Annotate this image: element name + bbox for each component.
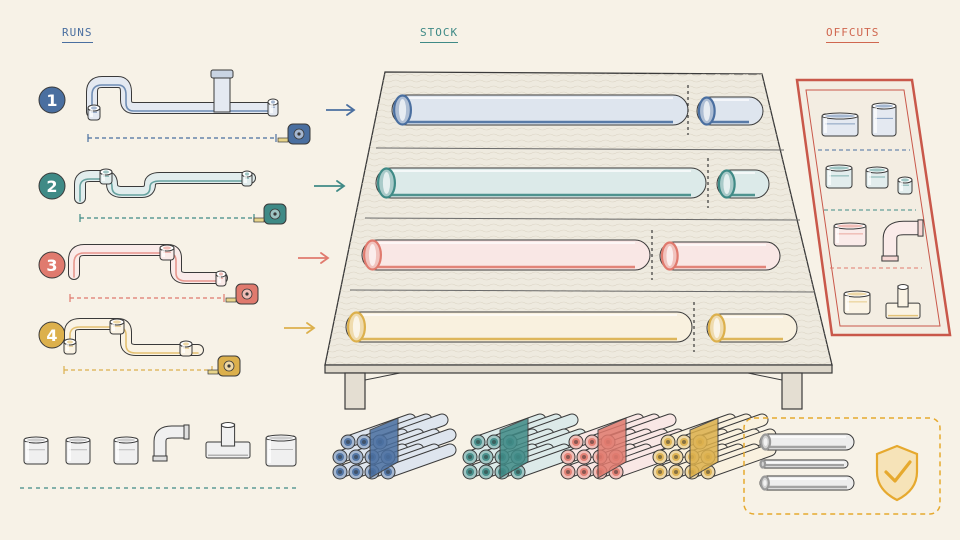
- stock-offcut-piece: [716, 169, 770, 199]
- offcuts-tray: [795, 78, 952, 337]
- coupling-icon: [159, 244, 175, 261]
- dimension-line: [69, 294, 225, 302]
- coupling-icon: [87, 104, 101, 121]
- reuse-box: [743, 417, 941, 515]
- coupling-icon: [23, 436, 49, 465]
- run-3: 3: [38, 244, 259, 305]
- tape-measure-icon: [225, 283, 259, 305]
- pipe-assembly: [74, 168, 256, 204]
- offcut-coupling-icon: [821, 112, 859, 137]
- offcut-coupling-icon: [833, 222, 867, 247]
- stock-main-piece: [375, 167, 707, 199]
- arrow-right-icon: [326, 104, 356, 116]
- coupling-icon: [63, 338, 77, 355]
- shield-check-icon: [875, 444, 919, 502]
- pipe-assembly: [86, 69, 279, 121]
- reducer-icon: [265, 434, 297, 467]
- arrow-right-icon: [298, 252, 330, 264]
- run-badge: [38, 172, 66, 200]
- arrow-right-icon: [314, 180, 346, 192]
- pipe-assembly: [63, 318, 204, 357]
- run-number: 2: [46, 177, 57, 196]
- elbow-icon: [881, 219, 924, 262]
- offcuts-header: OFFCUTS: [826, 26, 880, 43]
- workbench: [324, 71, 833, 410]
- coupling-icon: [241, 170, 253, 187]
- run-4: 4: [38, 318, 241, 377]
- coupling-icon: [267, 98, 279, 117]
- tee-icon: [885, 284, 921, 319]
- stock-pipe-4: [345, 302, 798, 352]
- stock-pipe-3: [361, 230, 781, 280]
- stock-main-piece: [361, 239, 651, 271]
- stock-offcut-piece: [706, 313, 798, 343]
- run-badge: [38, 86, 66, 114]
- offcut-coupling-icon: [865, 166, 889, 189]
- stock-pipe-1: [391, 85, 764, 135]
- dimension-line: [87, 134, 277, 142]
- stock-main-piece: [345, 311, 693, 343]
- coupling-icon: [113, 436, 139, 465]
- coupling-icon: [179, 340, 193, 357]
- dimension-line: [79, 214, 255, 222]
- dimension-line: [63, 366, 213, 374]
- run-number: 3: [46, 256, 57, 275]
- runs-header: RUNS: [62, 26, 93, 43]
- offcut-coupling-icon: [843, 290, 871, 315]
- tape-measure-icon: [207, 355, 241, 377]
- stock-offcut-piece: [696, 96, 764, 126]
- tape-measure-icon: [277, 123, 311, 145]
- run-2: 2: [38, 168, 287, 225]
- tee-icon: [205, 422, 251, 459]
- reuse-pipe: [759, 433, 855, 451]
- tape-measure-icon: [253, 203, 287, 225]
- stock-offcut-piece: [659, 241, 781, 271]
- run-number: 1: [46, 91, 57, 110]
- pipe-assembly: [68, 244, 228, 287]
- coupling-icon: [65, 436, 91, 465]
- reducer-icon: [871, 102, 897, 137]
- stock-main-piece: [391, 94, 689, 126]
- stock-pipe-2: [375, 158, 770, 208]
- reuse-pipe: [759, 459, 849, 469]
- run-badge: [38, 251, 66, 279]
- stock-header: STOCK: [420, 26, 459, 43]
- reuse-pipe: [759, 475, 855, 491]
- offcut-coupling-icon: [825, 164, 853, 189]
- run-1: 1: [38, 69, 311, 145]
- pipe-bundle-icon: [332, 413, 457, 480]
- pipe-bundle-icon: [652, 413, 777, 480]
- run-number: 4: [46, 326, 57, 345]
- arrow-right-icon: [284, 322, 316, 334]
- elbow-icon: [152, 424, 190, 462]
- offcut-coupling-icon: [897, 176, 913, 195]
- coupling-icon: [109, 318, 125, 335]
- coupling-icon: [99, 168, 113, 185]
- coupling-icon: [215, 270, 227, 287]
